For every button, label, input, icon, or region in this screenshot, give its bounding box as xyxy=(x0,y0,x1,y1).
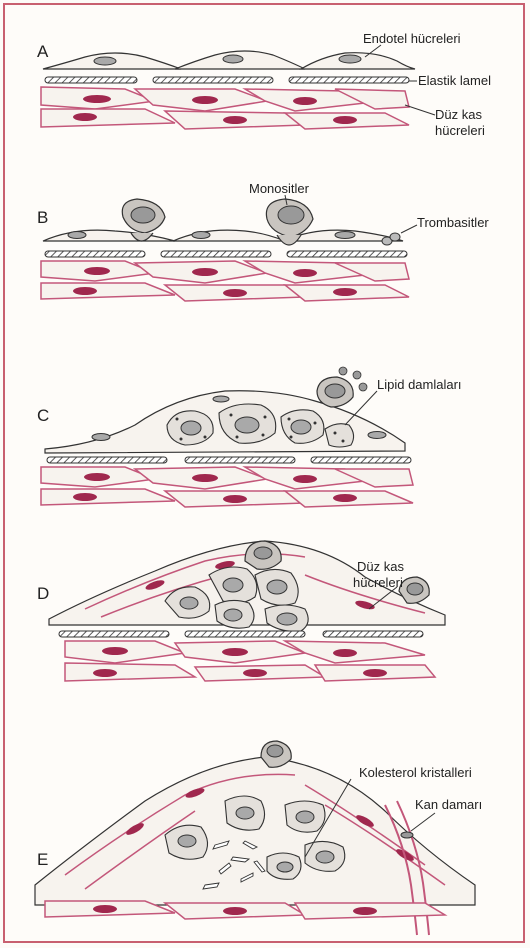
label-duz-kas-a-1: Düz kas xyxy=(435,107,482,122)
panel-d-letter: D xyxy=(37,584,49,603)
panel-a-letter: A xyxy=(37,42,49,61)
panel-b-letter: B xyxy=(37,208,48,227)
label-duz-kas-d-1: Düz kas xyxy=(357,559,404,574)
label-endotel: Endotel hücreleri xyxy=(363,31,461,46)
label-elastik-lamel: Elastik lamel xyxy=(418,73,491,88)
elastic-lamina xyxy=(45,77,409,83)
label-duz-kas-a-2: hücreleri xyxy=(435,123,485,138)
atherosclerosis-figure: A xyxy=(3,3,525,943)
panel-e: E xyxy=(35,741,482,935)
panel-d: D xyxy=(37,541,445,681)
panel-c: C xyxy=(37,367,462,507)
elastic-lamina-b xyxy=(45,251,407,257)
label-duz-kas-d-2: hücreleri xyxy=(353,575,403,590)
panel-c-letter: C xyxy=(37,406,49,425)
label-trombasitler: Trombasitler xyxy=(417,215,489,230)
figure-canvas: A xyxy=(5,5,527,945)
label-kan-damari: Kan damarı xyxy=(415,797,482,812)
panel-b: B xyxy=(37,181,489,301)
label-lipid-damlalari: Lipid damlaları xyxy=(377,377,462,392)
panel-a: A xyxy=(37,31,491,138)
platelets xyxy=(382,233,400,245)
label-kolesterol: Kolesterol kristalleri xyxy=(359,765,472,780)
label-monositler: Monositler xyxy=(249,181,310,196)
elastic-lamina-c xyxy=(47,457,411,463)
panel-e-letter: E xyxy=(37,850,48,869)
